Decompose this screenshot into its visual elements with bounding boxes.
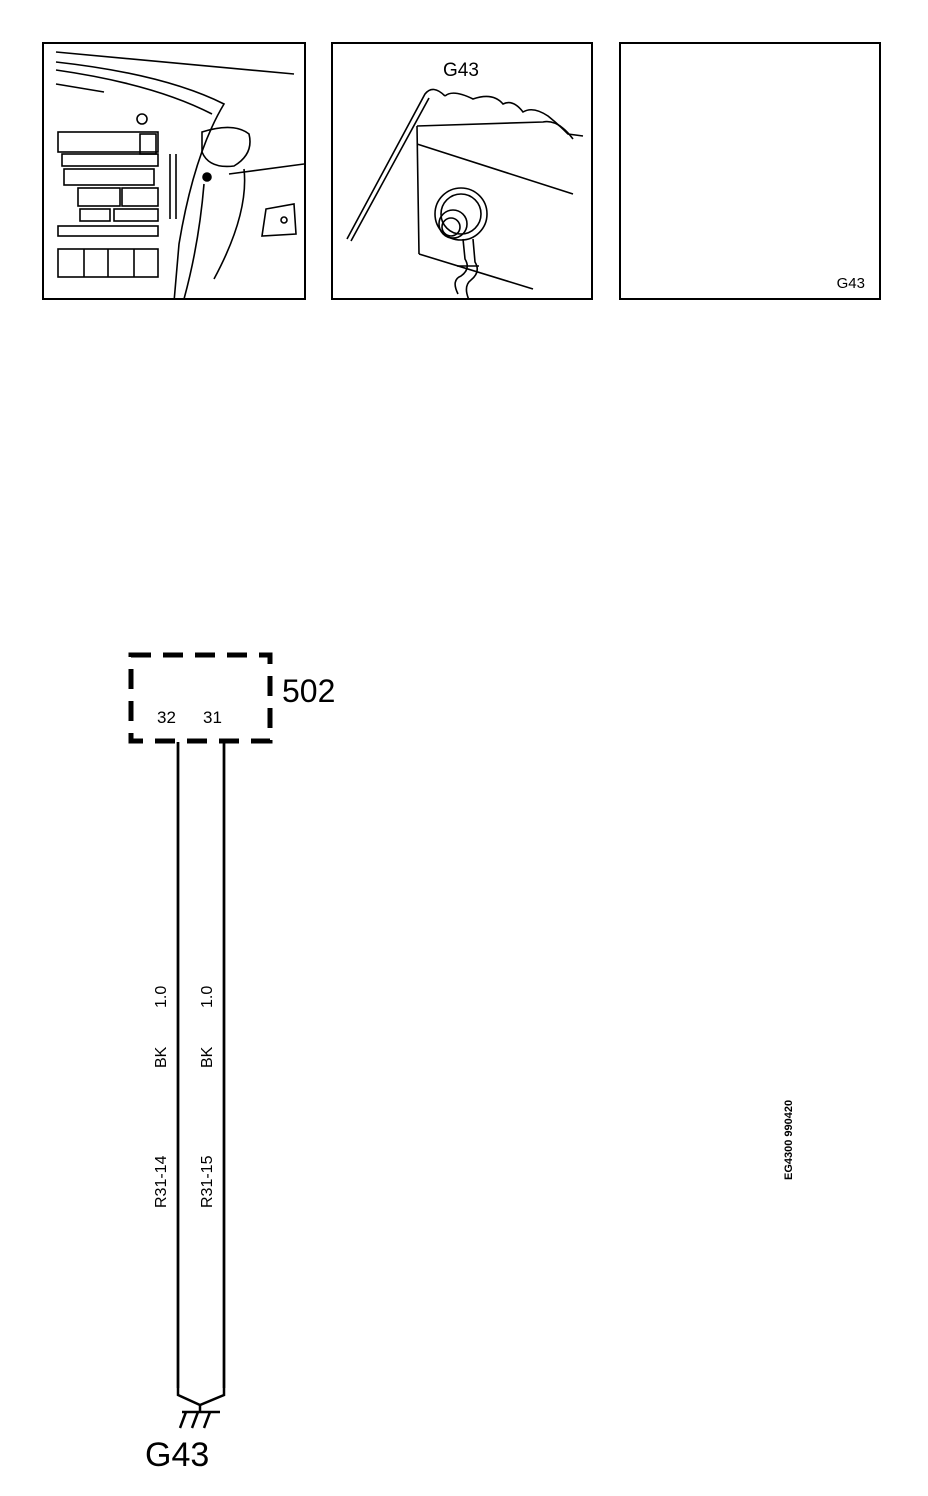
wire-size-label: 1.0: [153, 985, 170, 1008]
wire-color-label: BK: [199, 1046, 216, 1068]
ground-pin-view-panel: G43: [619, 42, 881, 300]
pin-label: 31: [203, 708, 222, 727]
wire-color-label: BK: [153, 1046, 170, 1068]
ground-point-detail-panel: G43: [331, 42, 593, 300]
panel-3-label: G43: [836, 275, 865, 292]
ground-stud-illustration: [346, 88, 584, 298]
dashboard-location-panel: [42, 42, 306, 300]
wire-connector-label: R31-15: [199, 1155, 216, 1208]
ground-symbol: [178, 1405, 220, 1429]
wire-connector-label: R31-14: [153, 1155, 170, 1208]
document-code: EG4300 990420: [783, 1099, 795, 1180]
pin-label: 32: [157, 708, 176, 727]
component-502-box: [128, 652, 273, 744]
ground-label: G43: [145, 1436, 210, 1474]
component-id-label: 502: [282, 673, 336, 709]
wire-size-label: 1.0: [199, 985, 216, 1008]
dashboard-illustration: [55, 51, 304, 298]
panel-2-label: G43: [443, 60, 479, 81]
